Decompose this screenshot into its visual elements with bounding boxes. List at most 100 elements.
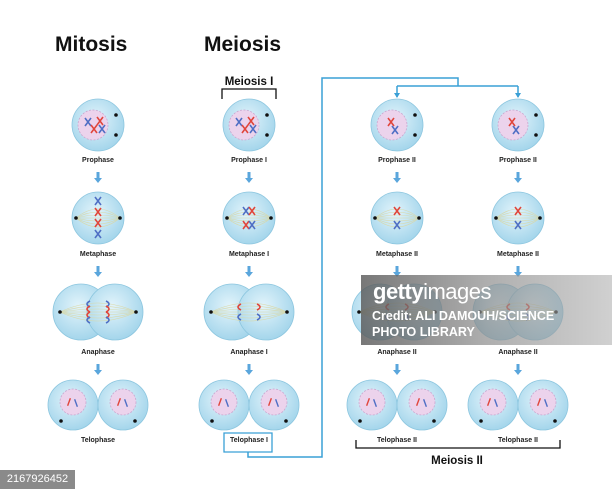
spindle-fiber: [374, 214, 420, 219]
meiosis-title: Meiosis: [204, 33, 281, 56]
spindle-fiber: [226, 211, 272, 219]
spindle-fiber: [59, 311, 137, 316]
chromosome: [237, 313, 261, 321]
stage-label: Prophase II: [378, 157, 416, 164]
meiosis-1-label: Meiosis I: [225, 76, 274, 88]
centriole: [432, 419, 436, 423]
spindle-fiber: [495, 217, 541, 228]
stage-mitosis-2: [71, 191, 125, 245]
spindle-fiber: [75, 214, 121, 219]
spindle-fiber: [210, 308, 288, 313]
stage-label: Telophase I: [230, 437, 268, 444]
stage-label: Metaphase II: [376, 251, 418, 258]
centriole: [284, 419, 288, 423]
spindle-fiber: [75, 208, 121, 219]
spindle-fiber: [75, 217, 121, 222]
chromosome: [248, 220, 256, 230]
spindle-fiber: [495, 208, 541, 219]
spindle-fiber: [210, 311, 288, 322]
centriole: [494, 216, 498, 220]
centriole: [534, 113, 538, 117]
centriole: [74, 216, 78, 220]
centriole: [265, 133, 269, 137]
centriole: [285, 310, 289, 314]
meiosis-2-label: Meiosis II: [431, 455, 483, 467]
stage-label: Metaphase: [80, 251, 116, 258]
chromosome: [90, 124, 98, 134]
chromosome: [94, 218, 102, 228]
nucleus: [358, 388, 386, 416]
stage-label: Telophase II: [498, 437, 538, 444]
stage-label: Telophase: [81, 437, 115, 444]
chromosome: [86, 316, 110, 324]
spindle-fiber: [59, 311, 137, 322]
chromatid: [123, 399, 129, 407]
stage-meiosis-2-right-1: [491, 98, 545, 152]
spindle-fiber: [210, 311, 288, 316]
down-arrow-icon: [245, 172, 253, 183]
chromatid: [372, 399, 378, 407]
chromosome: [84, 117, 92, 127]
chromatid: [543, 399, 549, 407]
stage-mitosis-3: [52, 283, 144, 341]
getty-logo: gettyimages: [373, 279, 491, 304]
stage-meiosis-1-4: [198, 379, 300, 431]
chromosome: [248, 206, 256, 216]
chromosome: [96, 116, 104, 126]
chromosome: [514, 206, 522, 216]
centriole: [553, 419, 557, 423]
meiosis-1-bracket: [221, 88, 277, 99]
nucleus: [497, 109, 529, 141]
stage-label: Prophase I: [231, 157, 267, 164]
chromosome: [512, 125, 520, 135]
chromosome: [393, 206, 401, 216]
down-arrow-icon: [514, 172, 522, 183]
chromosome: [249, 124, 257, 134]
stage-meiosis-1-3: [203, 283, 295, 341]
centriole: [114, 133, 118, 137]
connector-arrowheads: [394, 93, 521, 98]
chromosome: [391, 125, 399, 135]
spindle-fiber: [59, 305, 137, 313]
chromatid: [536, 398, 542, 406]
chromatid: [422, 399, 428, 407]
meiosis-2-bracket: [355, 440, 561, 449]
down-arrow-icon: [393, 364, 401, 375]
stage-meiosis-2-left-1: [370, 98, 424, 152]
chromatid: [116, 398, 122, 406]
chromosome: [242, 220, 250, 230]
stage-label: Anaphase II: [377, 349, 416, 356]
nucleus: [376, 109, 408, 141]
spindle-fiber: [226, 217, 272, 228]
chromosome: [242, 206, 250, 216]
spindle-fiber: [59, 308, 137, 313]
chromatid: [267, 398, 273, 406]
stage-label: Telophase II: [377, 437, 417, 444]
down-arrow-icon: [393, 172, 401, 183]
centriole: [357, 310, 361, 314]
stage-label: Anaphase: [81, 349, 115, 356]
chromosome: [98, 124, 106, 134]
nucleus: [77, 109, 109, 141]
chromosome: [508, 117, 516, 127]
mitosis-title: Mitosis: [55, 33, 127, 56]
chromatid: [493, 399, 499, 407]
centriole: [417, 216, 421, 220]
stage-label: Anaphase II: [498, 349, 537, 356]
spindle-fiber: [210, 305, 288, 313]
down-arrow-icon: [393, 266, 401, 277]
spindle-fiber: [374, 217, 420, 228]
spindle-fiber: [59, 302, 137, 313]
chromatid: [66, 398, 72, 406]
centriole: [373, 216, 377, 220]
spindle-fiber: [226, 217, 272, 225]
stage-label: Prophase II: [499, 157, 537, 164]
stage-mitosis-4: [47, 379, 149, 431]
spindle-fiber: [374, 217, 420, 222]
centriole: [538, 216, 542, 220]
stage-label: Prophase: [82, 157, 114, 164]
chromosome: [241, 124, 249, 134]
chromatid: [365, 398, 371, 406]
stage-label: Metaphase I: [229, 251, 269, 258]
connector-line: [247, 77, 519, 458]
